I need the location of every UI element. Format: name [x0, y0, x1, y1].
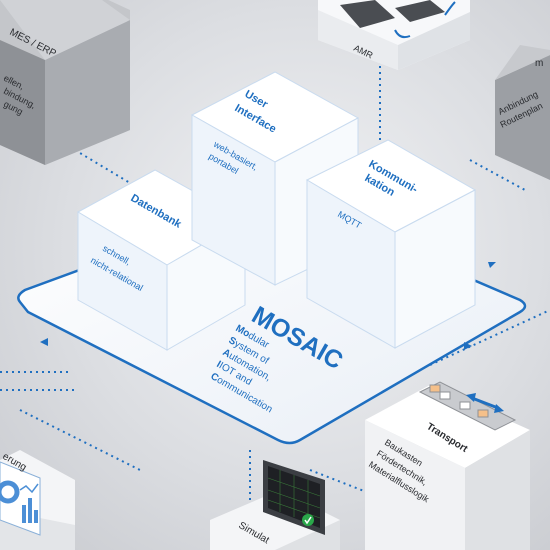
checkmark-icon	[302, 514, 314, 526]
right-grey-block[interactable]	[495, 45, 550, 180]
connector-line	[429, 309, 550, 366]
arrow-icon	[394, 29, 411, 39]
bottom-left-block[interactable]	[0, 450, 75, 550]
kommunikation-block[interactable]	[305, 139, 477, 349]
connector-line	[19, 409, 141, 471]
mes-erp-block[interactable]	[0, 0, 130, 165]
dashboard-icon	[0, 461, 41, 536]
transport-block[interactable]	[365, 381, 530, 550]
conveyor-icon	[418, 381, 517, 431]
monitor-icon	[263, 460, 325, 535]
right-grey-title: m	[535, 58, 543, 69]
amr-robot-icon	[395, 0, 445, 22]
double-arrow-icon	[466, 393, 504, 413]
amr-robot-icon	[340, 0, 395, 28]
amr-block[interactable]	[318, 0, 470, 70]
arrow-icon	[444, 1, 456, 16]
simulation-block[interactable]	[210, 460, 340, 550]
connector-line	[469, 159, 526, 191]
connector-line	[309, 469, 401, 506]
